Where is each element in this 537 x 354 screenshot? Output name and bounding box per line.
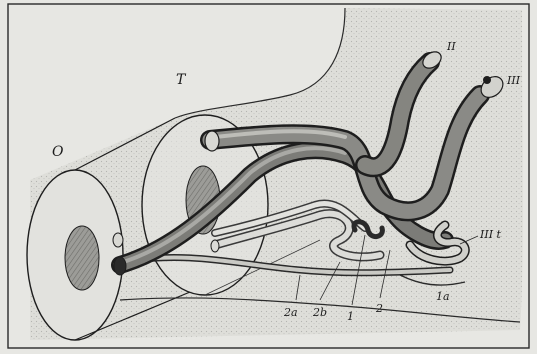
label-region-o: O [52,144,64,160]
label-branch-ii: II [446,40,456,53]
label-branch-iii: III [506,74,521,87]
branch-iii-cut-dark [483,76,491,84]
label-fiber-2a: 2a [283,306,298,319]
label-fiber-1a: 1a [436,290,450,303]
fiber-end-1 [113,233,123,247]
fiber-end-2 [114,257,126,275]
upper-trunk-cut [205,131,219,151]
label-fiber-2: 2 [375,302,383,315]
label-fiber-1: 1 [347,310,354,323]
fiber-end-3 [211,240,219,252]
label-fiber-2b: 2b [312,306,327,319]
cylinder-o-core [65,226,99,290]
label-branch-iii-t: III t [479,228,502,241]
